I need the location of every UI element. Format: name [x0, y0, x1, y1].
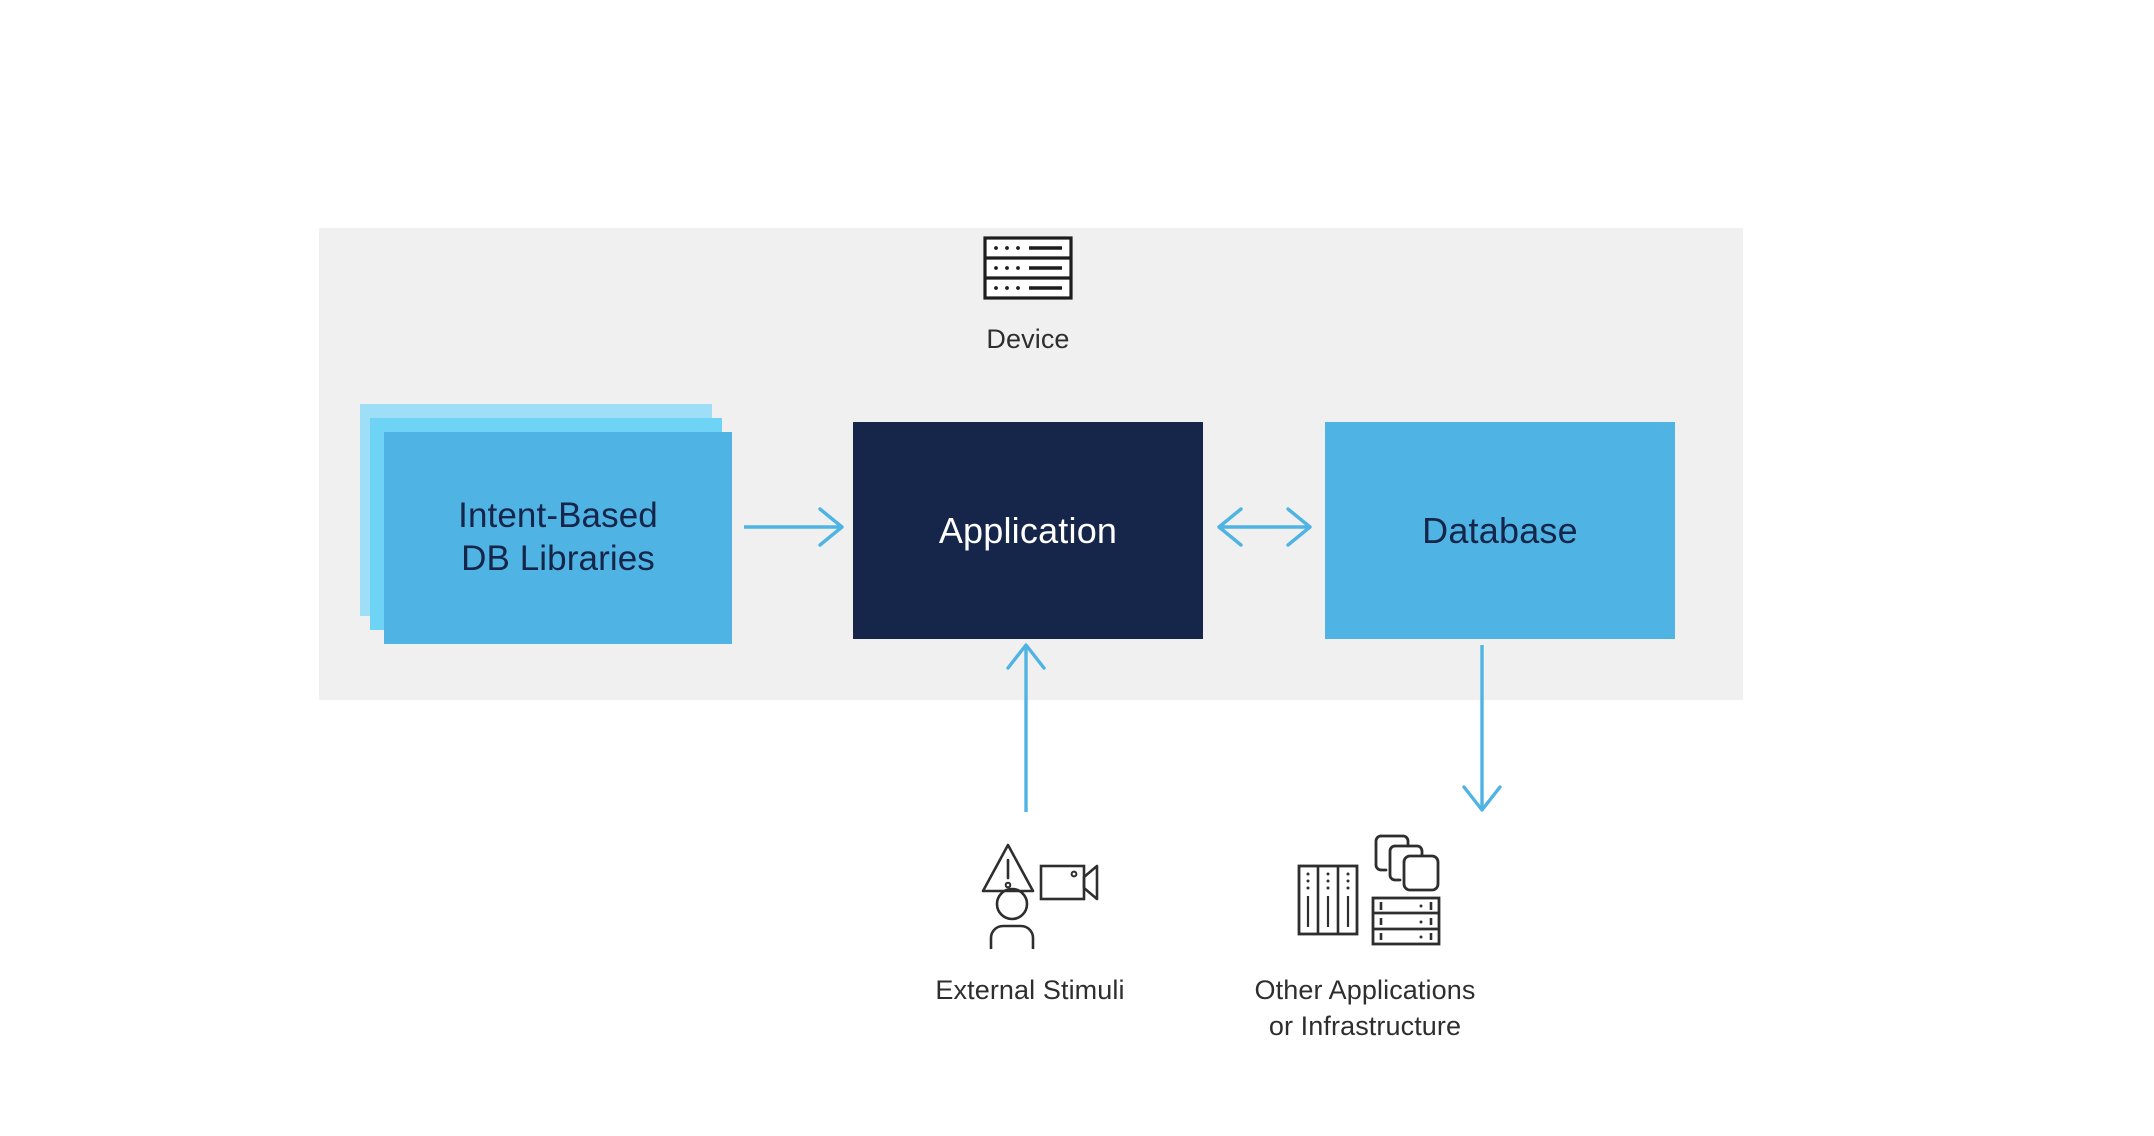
device-node[interactable]: Device — [940, 234, 1116, 364]
other-applications-label: Other Applications or Infrastructure — [1254, 975, 1476, 1042]
warning-triangle-icon — [981, 843, 1035, 893]
other-applications-icon-set — [1285, 820, 1445, 950]
stacked-windows-icon — [1374, 834, 1440, 892]
video-camera-icon — [1039, 864, 1099, 901]
external-stimuli-icon-set — [955, 820, 1105, 950]
database-node[interactable]: Database — [1325, 422, 1675, 639]
external-stimuli-label: External Stimuli — [935, 975, 1125, 1005]
application-label: Application — [938, 509, 1118, 551]
server-towers-icon — [1297, 864, 1359, 936]
person-icon — [989, 887, 1035, 949]
library-card-front[interactable]: Intent-Based DB Libraries — [384, 432, 732, 644]
database-label: Database — [1422, 509, 1578, 551]
intent-based-db-libraries-node[interactable]: Intent-Based DB Libraries — [360, 404, 732, 644]
application-node[interactable]: Application — [853, 422, 1203, 639]
intent-based-db-libraries-label: Intent-Based DB Libraries — [458, 496, 658, 578]
other-applications-node[interactable]: Other Applications or Infrastructure — [1175, 820, 1555, 1044]
device-label: Device — [986, 324, 1070, 354]
external-stimuli-node[interactable]: External Stimuli — [840, 820, 1220, 1008]
network-switch-icon — [983, 234, 1073, 302]
server-rack-icon — [1371, 896, 1441, 946]
